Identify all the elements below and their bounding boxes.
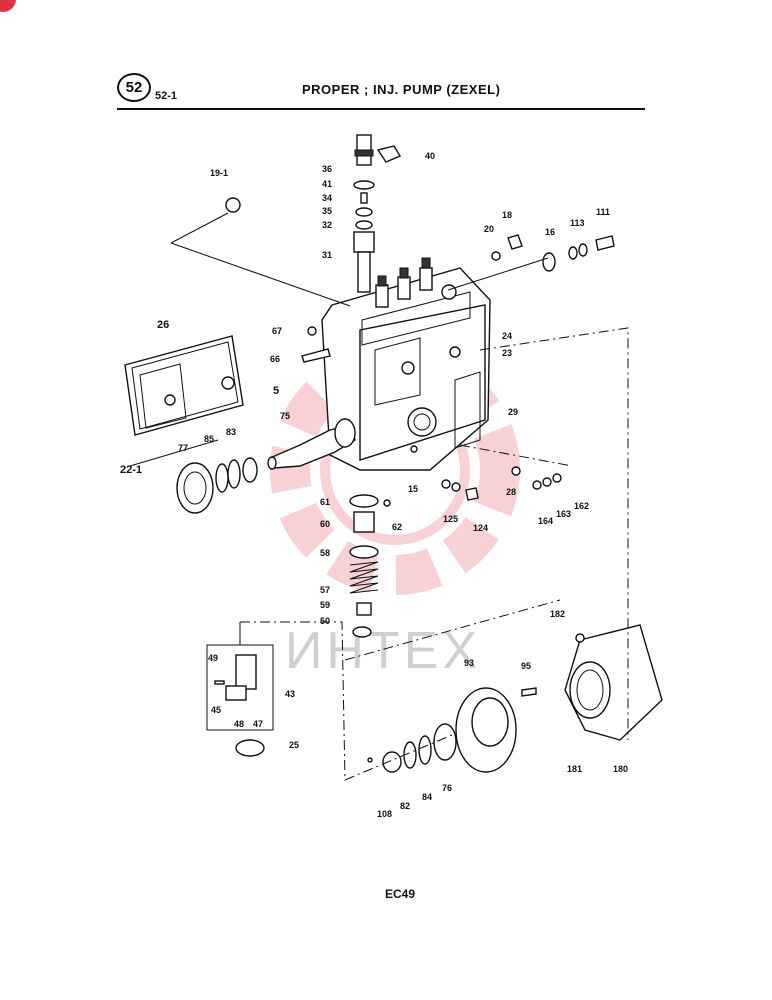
callout-47: 47 bbox=[253, 719, 263, 729]
section-subnumber: 52-1 bbox=[155, 90, 178, 102]
callout-60: 60 bbox=[320, 519, 330, 529]
callout-45: 45 bbox=[211, 705, 221, 715]
callout-62: 62 bbox=[392, 522, 402, 532]
callout-5: 5 bbox=[273, 385, 279, 397]
callout-36: 36 bbox=[322, 164, 332, 174]
callout-125: 125 bbox=[443, 514, 458, 524]
callout-35: 35 bbox=[322, 206, 332, 216]
callout-58: 58 bbox=[320, 548, 330, 558]
callout-22-1: 22-1 bbox=[120, 464, 142, 476]
callout-67: 67 bbox=[272, 326, 282, 336]
bearing-and-rings bbox=[176, 457, 258, 514]
callout-28: 28 bbox=[506, 487, 516, 497]
header-rule bbox=[117, 108, 645, 110]
pump-housing bbox=[321, 257, 491, 471]
callout-83: 83 bbox=[226, 427, 236, 437]
callout-113: 113 bbox=[570, 218, 585, 228]
callout-34: 34 bbox=[322, 193, 332, 203]
callout-162: 162 bbox=[574, 501, 589, 511]
side-cover bbox=[124, 335, 244, 436]
top-valve-stack bbox=[353, 134, 402, 293]
callout-31: 31 bbox=[322, 250, 332, 260]
callout-25: 25 bbox=[289, 740, 299, 750]
callout-43: 43 bbox=[285, 689, 295, 699]
callout-29: 29 bbox=[508, 407, 518, 417]
leader-lines bbox=[129, 212, 629, 781]
callout-41: 41 bbox=[322, 179, 332, 189]
section-number: 52 bbox=[117, 73, 151, 102]
callout-76: 76 bbox=[442, 783, 452, 793]
callout-40: 40 bbox=[425, 151, 435, 161]
callout-77: 77 bbox=[178, 443, 188, 453]
callout-95: 95 bbox=[521, 661, 531, 671]
figure-code: EC49 bbox=[385, 887, 416, 901]
callout-32: 32 bbox=[322, 220, 332, 230]
callout-18: 18 bbox=[502, 210, 512, 220]
callout-61: 61 bbox=[320, 497, 330, 507]
callout-82: 82 bbox=[400, 801, 410, 811]
callout-180: 180 bbox=[613, 764, 628, 774]
callout-182: 182 bbox=[550, 609, 565, 619]
callout-85: 85 bbox=[204, 434, 214, 444]
callout-19-1: 19-1 bbox=[210, 168, 228, 178]
callout-164: 164 bbox=[538, 516, 553, 526]
callout-23: 23 bbox=[502, 348, 512, 358]
callout-57: 57 bbox=[320, 585, 330, 595]
callout-49: 49 bbox=[208, 653, 218, 663]
callout-15: 15 bbox=[408, 484, 418, 494]
callout-163: 163 bbox=[556, 509, 571, 519]
callout-48: 48 bbox=[234, 719, 244, 729]
callout-93: 93 bbox=[464, 658, 474, 668]
callout-111: 111 bbox=[596, 207, 610, 217]
callout-20: 20 bbox=[484, 224, 494, 234]
callout-75: 75 bbox=[280, 411, 290, 421]
plunger-column bbox=[349, 494, 379, 638]
callout-16: 16 bbox=[545, 227, 555, 237]
callout-50: 50 bbox=[320, 616, 330, 626]
callout-59: 59 bbox=[320, 600, 330, 610]
assembly-43-box bbox=[206, 644, 274, 757]
small-fittings bbox=[225, 197, 615, 763]
callout-124: 124 bbox=[473, 523, 488, 533]
callout-181: 181 bbox=[567, 764, 582, 774]
page-title: PROPER ; INJ. PUMP (ZEXEL) bbox=[302, 82, 501, 97]
callout-labels: 40 36 41 34 35 32 31 19-1 20 18 16 113 1… bbox=[120, 151, 628, 819]
callout-26: 26 bbox=[157, 319, 169, 331]
watermark-text: ИНТЕХ bbox=[285, 622, 481, 680]
callout-84: 84 bbox=[422, 792, 432, 802]
callout-108: 108 bbox=[377, 809, 392, 819]
camshaft bbox=[267, 418, 356, 470]
callout-24: 24 bbox=[502, 331, 512, 341]
flange-and-seals bbox=[382, 624, 663, 773]
callout-66: 66 bbox=[270, 354, 280, 364]
